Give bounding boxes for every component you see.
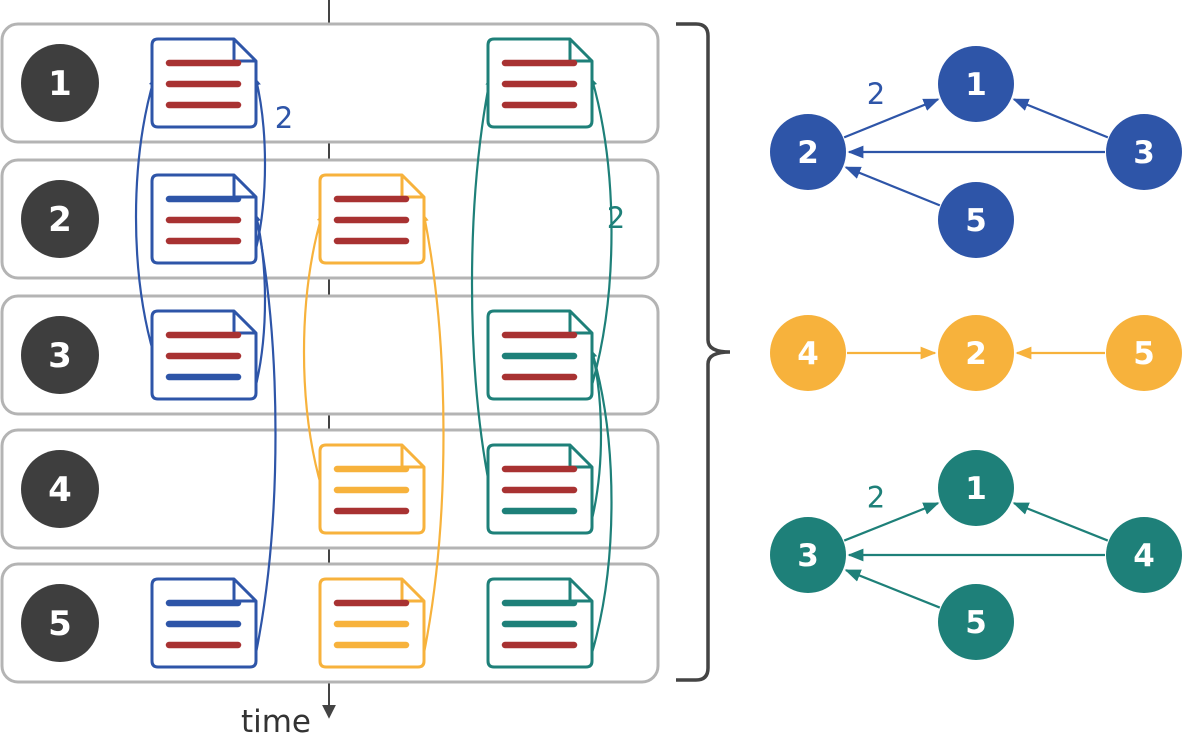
graph-node-label: 3 — [1133, 135, 1155, 171]
row-badge — [21, 180, 99, 258]
row-badge — [21, 316, 99, 394]
row-number: 5 — [48, 604, 72, 644]
document-icon-yellow-row-4 — [318, 443, 426, 535]
graph-edge-weight: 2 — [867, 481, 885, 515]
document-icon-blue-row-1 — [150, 37, 258, 129]
graph-node-t3 — [770, 517, 846, 593]
flow-link-yellow-5-to-2 — [421, 214, 445, 654]
flow-link-teal-4-to-3 — [590, 350, 603, 520]
graph-edge-t5-to-t3 — [844, 569, 941, 609]
document-icon-yellow-row-2 — [318, 173, 426, 265]
flow-link-weight: 2 — [607, 201, 625, 235]
flow-link-weight: 2 — [275, 101, 293, 135]
row-badge — [21, 44, 99, 122]
graph-edge-b5-to-b2 — [844, 166, 941, 207]
document-icon-blue-row-5 — [150, 577, 258, 669]
graph-node-label: 2 — [965, 336, 987, 372]
row-number: 3 — [48, 336, 72, 376]
graph-node-label: 5 — [1133, 336, 1155, 372]
time-axis-label: time — [241, 704, 311, 737]
document-icon-teal-row-4 — [486, 443, 594, 535]
graph-teal: 2 1 3 4 5 — [770, 450, 1182, 660]
document-icon-blue-row-2 — [150, 173, 258, 265]
graph-node-b1 — [938, 46, 1014, 122]
document-icon-blue-row-3 — [150, 309, 258, 401]
document-icon-teal-row-1 — [486, 37, 594, 129]
graph-node-label: 4 — [1133, 538, 1155, 574]
document-icon-teal-row-5 — [486, 577, 594, 669]
graph-node-b3 — [1106, 114, 1182, 190]
graph-blue: 2 1 2 3 5 — [770, 46, 1182, 258]
graph-node-label: 1 — [965, 471, 987, 507]
graph-yellow: 4 2 5 — [770, 315, 1182, 391]
row-number: 1 — [48, 64, 72, 104]
graph-node-label: 5 — [965, 605, 987, 641]
flow-link-yellow-4-to-2 — [302, 214, 324, 490]
flow-link-teal-3-to-1 — [590, 78, 613, 386]
document-icon-teal-row-3 — [486, 309, 594, 401]
graph-node-label: 3 — [797, 538, 819, 574]
graph-node-y5 — [1106, 315, 1182, 391]
row-number: 2 — [48, 200, 72, 240]
graph-node-b2 — [770, 114, 846, 190]
graph-node-t4 — [1106, 517, 1182, 593]
flow-links: 22 — [134, 78, 625, 654]
graph-edge-t4-to-t1 — [1012, 502, 1109, 542]
graph-node-label: 2 — [797, 135, 819, 171]
documents-layer — [150, 37, 594, 669]
graph-node-b5 — [938, 182, 1014, 258]
graphs-panel: 2 1 2 3 5 4 2 5 2 1 3 4 5 — [770, 46, 1182, 660]
flow-link-blue-3-to-1 — [134, 78, 156, 356]
graph-node-y4 — [770, 315, 846, 391]
flow-link-blue-5-to-2 — [253, 214, 277, 654]
graph-edge-b2-to-b1 — [843, 98, 940, 139]
graph-edge-t3-to-t1 — [843, 502, 940, 542]
graph-node-y2 — [938, 315, 1014, 391]
graph-node-t1 — [938, 450, 1014, 526]
row-number: 4 — [48, 470, 72, 510]
row-badge — [21, 584, 99, 662]
flow-link-teal-4-to-1 — [470, 78, 493, 490]
graph-node-label: 1 — [965, 67, 987, 103]
grouping-brace — [676, 22, 731, 682]
flow-link-teal-5-to-3 — [590, 350, 613, 654]
graph-node-label: 4 — [797, 336, 819, 372]
graph-edge-weight: 2 — [867, 77, 885, 111]
row-badge — [21, 450, 99, 528]
graph-node-label: 5 — [965, 203, 987, 239]
graph-edge-b3-to-b1 — [1012, 98, 1109, 139]
graph-node-t5 — [938, 584, 1014, 660]
document-icon-yellow-row-5 — [318, 577, 426, 669]
